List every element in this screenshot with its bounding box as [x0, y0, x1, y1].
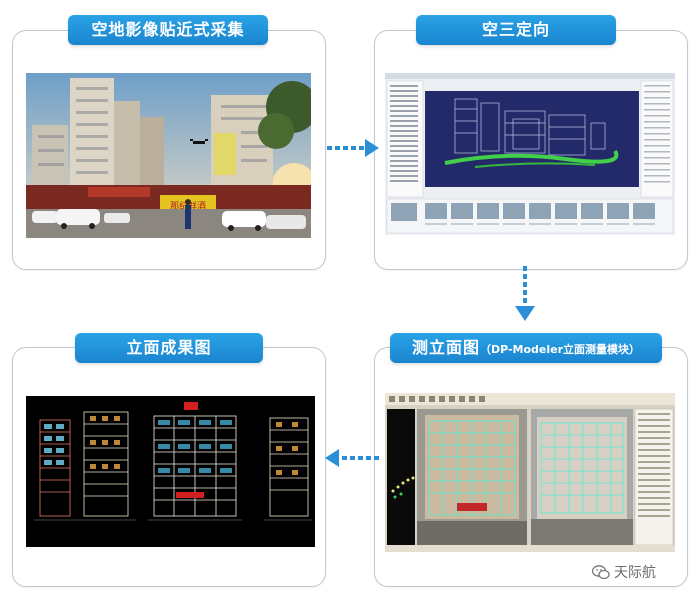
drone-icon — [190, 139, 208, 144]
step3-software-screen — [385, 393, 675, 552]
wechat-icon — [592, 564, 610, 579]
step3-title: 测立面图 — [411, 338, 480, 357]
watermark-text: 天际航 — [614, 565, 656, 581]
watermark: 天际航 — [592, 562, 656, 582]
step3-title-pill: 测立面图（DP-Modeler立面测量模块） — [390, 333, 662, 363]
step1-photo: 那纪鲜酒 — [26, 73, 311, 238]
step3-subtitle: （DP-Modeler立面测量模块） — [479, 343, 641, 356]
step2-title: 空三定向 — [416, 15, 616, 45]
step1-title: 空地影像贴近式采集 — [68, 15, 268, 45]
street-photo: 那纪鲜酒 — [26, 73, 311, 238]
step4-title: 立面成果图 — [75, 333, 263, 363]
arrow-down-icon — [515, 266, 535, 321]
aerotriangulation-window — [385, 73, 675, 235]
arrow-right-icon — [327, 139, 379, 157]
step2-software-screen — [385, 73, 675, 235]
arrow-left-icon — [325, 449, 379, 467]
dp-modeler-window — [385, 393, 675, 552]
step4-elevation-drawing — [26, 396, 315, 547]
cad-elevation-drawing — [26, 396, 315, 547]
